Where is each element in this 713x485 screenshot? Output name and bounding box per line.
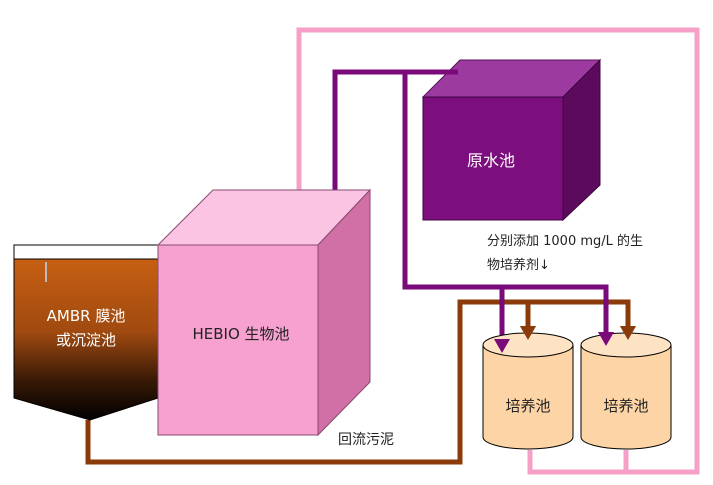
note-line2: 物培养剂↓: [487, 257, 550, 273]
pink-pipe-branch: [527, 450, 626, 475]
pink-pipe: [296, 27, 700, 475]
hebio-tank: [156, 188, 372, 437]
purple-feed-pipe: [332, 69, 458, 193]
hebio-label: HEBIO 生物池: [192, 325, 289, 343]
raw-water-tank: [421, 58, 602, 222]
raw-water-label: 原水池: [467, 151, 515, 170]
ambr-label-line1: AMBR 膜池: [47, 307, 126, 325]
note-line1: 分别添加 1000 mg/L 的生: [487, 233, 643, 249]
culture-tank-left: [482, 332, 574, 450]
ambr-label-line2: 或沉淀池: [56, 331, 116, 349]
return-sludge-label: 回流污泥: [338, 432, 394, 448]
purple-feed-pipe-2: [402, 72, 609, 335]
culture-tank-right-label: 培养池: [603, 397, 648, 415]
brown-sludge-pipe: [85, 299, 631, 465]
culture-tank-left-label: 培养池: [505, 397, 550, 415]
culture-tank-right: [580, 332, 672, 450]
ambr-tank: [13, 244, 159, 421]
